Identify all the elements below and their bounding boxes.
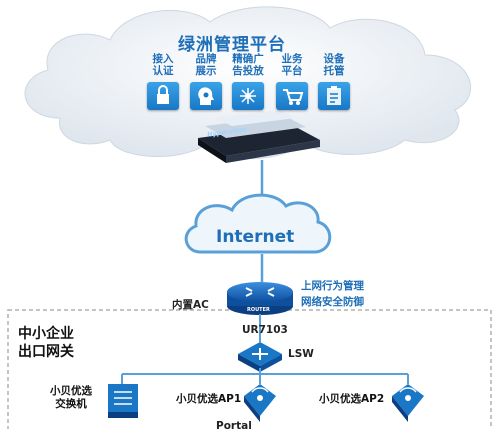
builtin-ac-label: 内置AC — [172, 299, 209, 311]
distribution-links — [121, 368, 409, 384]
module-label-brand: 品牌 展示 — [195, 53, 217, 77]
lsw-switch-icon — [238, 342, 282, 372]
module-label-auth: 接入 认证 — [152, 53, 174, 77]
router-badge: ROUTER — [247, 307, 270, 313]
target-icon — [232, 82, 264, 110]
hypervisor-server — [198, 110, 320, 163]
enterprise-gateway-label: 中小企业 出口网关 — [18, 326, 74, 360]
internet-label: Internet — [216, 227, 295, 247]
small-switch-icon — [108, 384, 138, 418]
feature-security-defense: 网络安全防御 — [301, 296, 364, 308]
module-label-device: 设备 托管 — [323, 53, 345, 77]
lsw-label: LSW — [288, 348, 314, 360]
ap2-icon — [392, 384, 424, 422]
head-gear-icon — [190, 82, 222, 110]
router-model: UR7103 — [242, 324, 288, 336]
portal-label-truncated: Portal — [216, 420, 252, 429]
ap1-icon — [244, 384, 276, 422]
ap1-label: 小贝优选AP1 — [176, 393, 242, 405]
module-label-ads: 精确广 告投放 — [232, 53, 264, 77]
internet-cloud — [184, 193, 332, 254]
router-icon — [227, 282, 293, 315]
clipboard-icon — [318, 82, 350, 110]
feature-behavior-mgmt: 上网行为管理 — [301, 280, 364, 292]
cart-icon — [276, 82, 308, 110]
platform-title: 绿洲管理平台 — [178, 35, 286, 55]
module-label-business: 业务 平台 — [281, 53, 303, 77]
ap2-label: 小贝优选AP2 — [319, 393, 385, 405]
lock-icon — [147, 82, 179, 110]
switch-label: 小贝优选 交换机 — [50, 385, 92, 410]
